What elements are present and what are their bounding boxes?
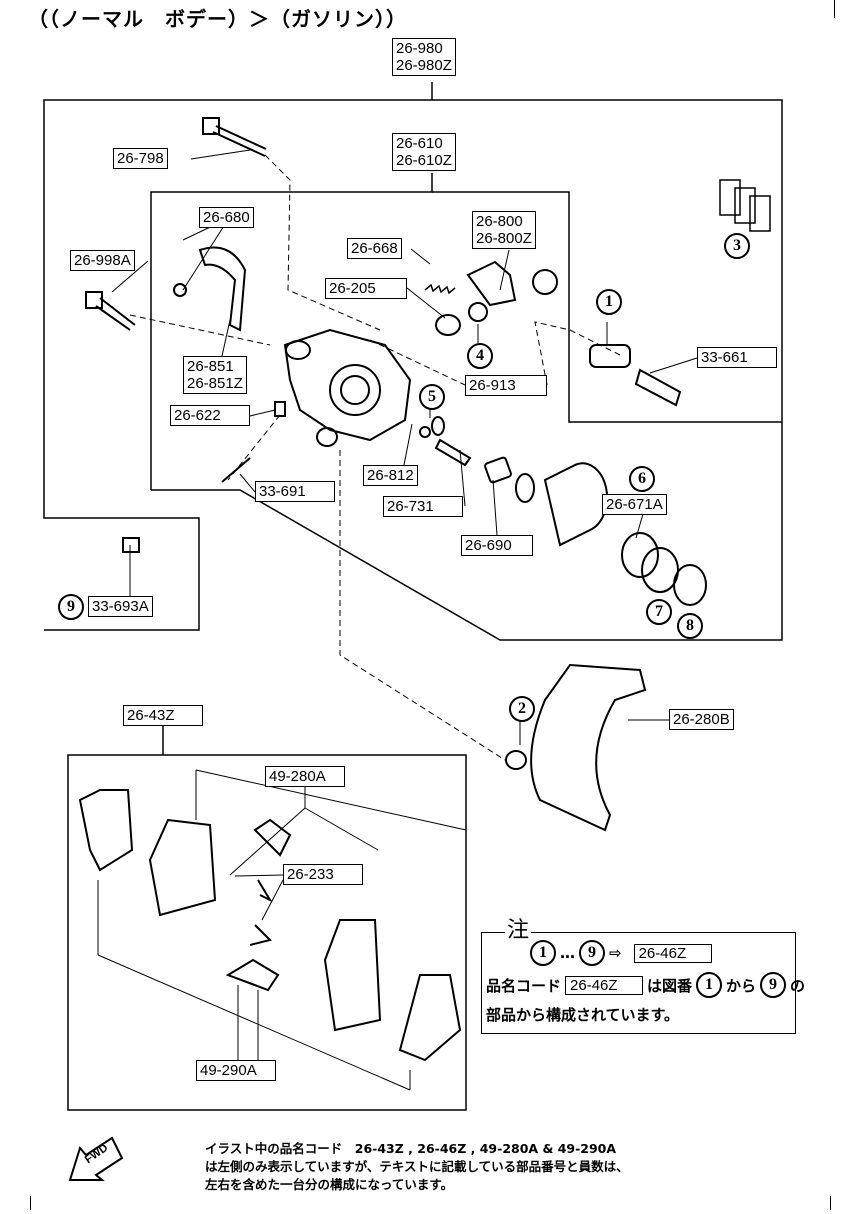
crop-mark: [834, 0, 835, 18]
page-title: （（ノーマル ボデー）＞（ガソリン））: [28, 7, 407, 31]
label-26-205: 26-205: [325, 278, 407, 299]
guide-pin-33-661: [589, 344, 682, 407]
callout-5: 5: [419, 384, 445, 410]
note-heading: 注: [505, 912, 532, 944]
bracket-26-680: [173, 246, 247, 332]
spring-26-668: [424, 283, 456, 295]
bolt-26-798: [202, 117, 267, 157]
label-49-280a: 49-280A: [265, 766, 345, 787]
label-33-693a: 33-693A: [88, 596, 153, 617]
bracket-26-280b: [505, 663, 647, 832]
callout-2: 2: [509, 696, 535, 722]
label-26-913: 26-913: [465, 375, 547, 396]
note-callout-to: 9: [579, 940, 605, 966]
footer-note: イラスト中の品名コード 26-43Z , 26-46Z , 49-280A & …: [205, 1140, 629, 1194]
footer-line: は左側のみ表示していますが、テキストに記載している部品番号と員数は、: [205, 1159, 629, 1174]
note-arrow-icon: ⇨: [609, 944, 622, 962]
label-26-690: 26-690: [461, 535, 533, 556]
label-26-812: 26-812: [363, 465, 418, 486]
outer-frame-right: [151, 99, 783, 641]
callout-3: 3: [724, 233, 750, 259]
label-26-671a: 26-671A: [602, 494, 667, 515]
note-box: [481, 932, 796, 1034]
shim-set-3: [719, 179, 771, 232]
caliper-frame-right: [432, 191, 782, 423]
brake-pads: [78, 789, 462, 1062]
note-callout-from: 1: [530, 940, 556, 966]
label-49-290a: 49-290A: [196, 1060, 276, 1081]
label-26-731: 26-731: [383, 496, 463, 517]
label-26-43z: 26-43Z: [123, 705, 203, 726]
label-26-233: 26-233: [283, 864, 363, 885]
callout-1: 1: [596, 289, 622, 315]
crop-mark: [30, 1196, 31, 1210]
piston-26-671a: [515, 462, 707, 606]
caliper-body: [283, 328, 412, 447]
piston-26-205: [435, 302, 488, 336]
note-callout-to: 9: [760, 972, 787, 998]
label-33-691: 33-691: [255, 481, 335, 502]
note-text: は図番: [647, 976, 693, 995]
bleeder-33-691: [221, 457, 251, 483]
note-text: から: [726, 976, 757, 995]
note-line-3: 部品から構成されています。: [486, 1006, 680, 1024]
adjuster-26-731: [419, 416, 472, 467]
label-26-998a: 26-998A: [70, 250, 135, 271]
footer-line: イラスト中の品名コード 26-43Z , 26-46Z , 49-280A & …: [205, 1141, 617, 1156]
label-26-680: 26-680: [199, 207, 254, 228]
label-26-280b: 26-280B: [669, 709, 734, 730]
callout-7: 7: [646, 599, 672, 625]
label-33-661: 33-661: [697, 347, 777, 368]
plate-26-690: [484, 456, 512, 484]
callout-8: 8: [677, 613, 703, 639]
note-text: の: [790, 976, 806, 995]
cap-33-693a: [122, 537, 140, 553]
note-kit-code: 26-46Z: [633, 943, 712, 963]
footer-line: 左右を含めた一台分の構成になっています。: [205, 1177, 454, 1192]
bolt-26-998a: [85, 291, 136, 331]
fwd-arrow-icon: [68, 1136, 124, 1181]
note-text: 品名コード: [486, 976, 562, 995]
label-26-622: 26-622: [170, 405, 250, 426]
lever-26-800: [466, 260, 558, 307]
note-code: 26-46Z: [565, 975, 644, 995]
label-26-668: 26-668: [347, 238, 402, 259]
note-callout-from: 1: [696, 972, 723, 998]
note-line-1: 1 … 9 ⇨ 26-46Z: [530, 940, 712, 966]
note-line-2: 品名コード 26-46Z は図番 1 から 9 の: [486, 972, 805, 998]
callout-6: 6: [629, 466, 655, 492]
label-26-798: 26-798: [113, 148, 168, 169]
callout-4: 4: [467, 343, 493, 369]
crop-mark: [830, 1196, 831, 1210]
caliper-frame: [150, 173, 433, 490]
note-ellipsis: …: [560, 944, 575, 962]
screw-26-622: [274, 401, 286, 417]
pad-frame: [67, 754, 467, 1111]
callout-9: 9: [58, 594, 84, 620]
